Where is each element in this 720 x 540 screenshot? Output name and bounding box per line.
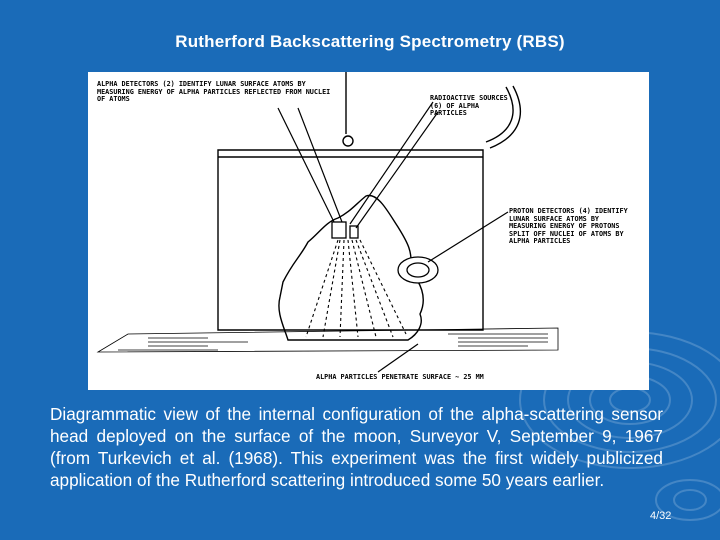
proton-detectors-callout: PROTON DETECTORS (4) IDENTIFY LUNAR SURF… (509, 207, 628, 246)
figure-caption: Diagrammatic view of the internal config… (50, 404, 663, 490)
alpha-detectors-callout: ALPHA DETECTORS (2) IDENTIFY LUNAR SURFA… (97, 80, 331, 104)
sensor-head-drawing (96, 72, 559, 373)
page-number: 4/32 (650, 510, 672, 522)
radioactive-sources-callout: RADIOACTIVE SOURCES (6) OF ALPHA PARTICL… (430, 94, 508, 118)
sensor-head-diagram: ALPHA DETECTORS (2) IDENTIFY LUNAR SURFA… (88, 72, 649, 390)
alpha-penetration-callout: ALPHA PARTICLES PENETRATE SURFACE ~ 25 μ… (316, 373, 484, 381)
slide-title: Rutherford Backscattering Spectrometry (… (175, 32, 565, 51)
